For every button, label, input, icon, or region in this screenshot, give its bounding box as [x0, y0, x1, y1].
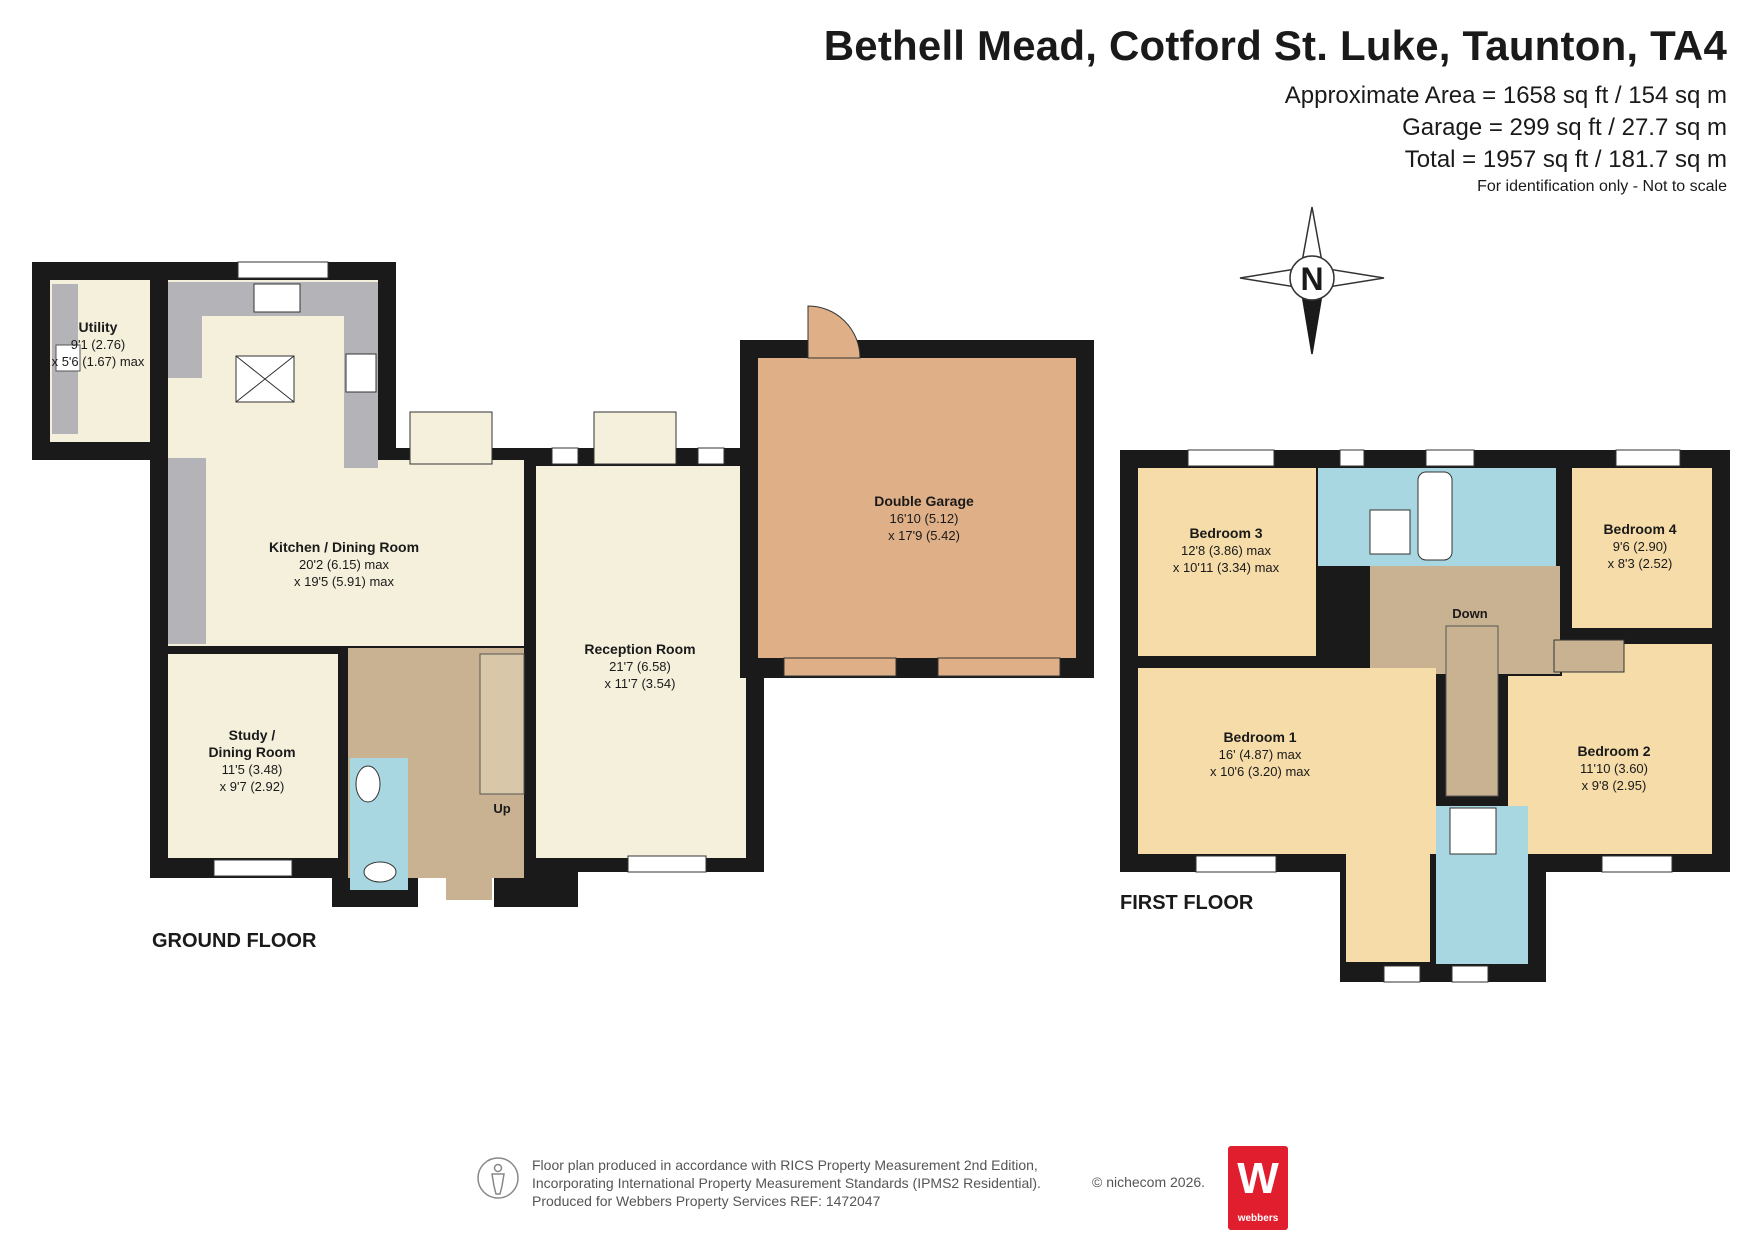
- accessibility-icon: [477, 1157, 519, 1199]
- footer-credits: Floor plan produced in accordance with R…: [532, 1156, 1041, 1210]
- room-label-utility: Utility: [79, 319, 118, 335]
- room-dim-reception-2: x 11'7 (3.54): [605, 676, 676, 691]
- compass-label: N: [1300, 261, 1323, 297]
- webbers-logo: W webbers: [1228, 1146, 1288, 1230]
- room-label-study-2: Dining Room: [208, 744, 295, 760]
- room-dim-bedroom-2-1: 11'10 (3.60): [1580, 761, 1648, 776]
- ground-floor-label: GROUND FLOOR: [152, 930, 317, 952]
- room-dim-utility-1: 9'1 (2.76): [71, 337, 126, 352]
- scale-disclaimer: For identification only - Not to scale: [1477, 178, 1727, 195]
- room-label-bedroom-2: Bedroom 2: [1577, 743, 1650, 759]
- first-floor-plan: Bedroom 3 12'8 (3.86) max x 10'11 (3.34)…: [1120, 449, 1730, 983]
- room-dim-bedroom-3-2: x 10'11 (3.34) max: [1173, 560, 1280, 575]
- logo-word: webbers: [1237, 1213, 1279, 1224]
- room-label-reception: Reception Room: [584, 641, 695, 657]
- approx-area: Approximate Area = 1658 sq ft / 154 sq m: [1284, 82, 1727, 109]
- room-label-study: Study /: [229, 727, 276, 743]
- room-dim-garage-2: x 17'9 (5.42): [888, 528, 960, 543]
- property-title: Bethell Mead, Cotford St. Luke, Taunton,…: [823, 22, 1727, 69]
- total-area: Total = 1957 sq ft / 181.7 sq m: [1404, 146, 1727, 173]
- garage-area: Garage = 299 sq ft / 27.7 sq m: [1402, 114, 1727, 141]
- ground-stairs: [479, 653, 525, 795]
- room-dim-kitchen-2: x 19'5 (5.91) max: [294, 574, 395, 589]
- footer-line-3: Produced for Webbers Property Services R…: [532, 1193, 881, 1209]
- room-dim-kitchen-1: 20'2 (6.15) max: [299, 557, 389, 572]
- room-label-bedroom-4: Bedroom 4: [1603, 521, 1676, 537]
- room-dim-study-2: x 9'7 (2.92): [220, 779, 285, 794]
- stairs-down-label: Down: [1452, 606, 1487, 621]
- room-dim-bedroom-2-2: x 9'8 (2.95): [1582, 778, 1647, 793]
- room-dim-bedroom-1-1: 16' (4.87) max: [1219, 747, 1302, 762]
- room-dim-bedroom-4-1: 9'6 (2.90): [1613, 539, 1668, 554]
- room-dim-reception-1: 21'7 (6.58): [609, 659, 671, 674]
- room-dim-bedroom-4-2: x 8'3 (2.52): [1608, 556, 1673, 571]
- footer-line-2: Incorporating International Property Mea…: [532, 1175, 1041, 1191]
- room-dim-bedroom-1-2: x 10'6 (3.20) max: [1210, 764, 1311, 779]
- footer-line-1: Floor plan produced in accordance with R…: [532, 1157, 1038, 1173]
- room-label-bedroom-3: Bedroom 3: [1189, 525, 1262, 541]
- stairs-up-label: Up: [493, 801, 510, 816]
- ground-floor-plan: Utility 9'1 (2.76) x 5'6 (1.67) max Kitc…: [32, 261, 1094, 907]
- room-label-kitchen: Kitchen / Dining Room: [269, 539, 419, 555]
- room-dim-utility-2: x 5'6 (1.67) max: [52, 354, 145, 369]
- room-dim-bedroom-3-1: 12'8 (3.86) max: [1181, 543, 1271, 558]
- room-label-bedroom-1: Bedroom 1: [1223, 729, 1296, 745]
- room-dim-study-1: 11'5 (3.48): [222, 762, 283, 777]
- area-summary: Approximate Area = 1658 sq ft / 154 sq m…: [1285, 80, 1727, 176]
- room-label-garage: Double Garage: [874, 493, 974, 509]
- compass-icon: N: [1239, 206, 1385, 355]
- copyright-text: © nichecom 2026.: [1092, 1174, 1206, 1190]
- first-floor-label: FIRST FLOOR: [1120, 892, 1254, 914]
- room-dim-garage-1: 16'10 (5.12): [890, 511, 959, 526]
- logo-mark: W: [1237, 1154, 1279, 1203]
